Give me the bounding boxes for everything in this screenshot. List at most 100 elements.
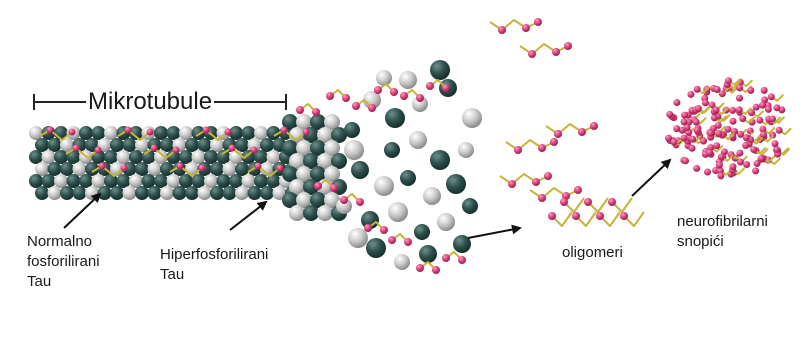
tubulin-dark	[66, 174, 81, 188]
tubulin-dark	[310, 140, 326, 156]
phosphate-dot	[538, 144, 546, 152]
tubulin-light	[197, 186, 212, 200]
hyperphosphorylated-tau-label: Hiperfosforilirani Tau	[160, 246, 269, 283]
tubulin-light	[437, 213, 455, 231]
phosphate-dot	[687, 90, 695, 98]
tubulin-dark	[104, 150, 118, 164]
phosphate-dot	[693, 126, 701, 134]
phosphate-dot	[673, 99, 681, 107]
tubulin-dark	[47, 138, 62, 152]
phosphate-dot	[514, 146, 522, 154]
phosphate-dot	[442, 84, 450, 92]
tau-oligomers	[489, 18, 645, 227]
phosphate-dot	[742, 134, 750, 142]
phosphate-dot	[596, 212, 604, 220]
phosphate-dot	[752, 103, 760, 111]
tubulin-light	[154, 150, 168, 164]
tubulin-dark	[191, 126, 206, 140]
tubulin-dark	[384, 142, 400, 158]
tubulin-light	[222, 162, 237, 176]
phosphate-dot	[747, 86, 755, 94]
tubulin-dark	[303, 153, 319, 169]
tubulin-dark	[331, 153, 347, 169]
tubulin-dark	[41, 174, 56, 188]
tubulin-dark	[79, 126, 93, 140]
phosphate-dot	[706, 149, 714, 157]
tau-strands	[39, 79, 466, 274]
tubulin-light	[317, 205, 333, 221]
tau-strand	[169, 165, 203, 177]
phosphate-dot	[426, 82, 434, 90]
phosphate-dot	[710, 114, 718, 122]
tubulin-dark	[60, 186, 74, 200]
tau-strand	[489, 19, 539, 31]
phosphate-dot	[680, 134, 688, 142]
phosphate-dot	[364, 224, 372, 232]
phosphate-dot	[771, 140, 779, 148]
phosphate-dot	[404, 238, 412, 246]
tubulin-light	[91, 174, 106, 188]
phosphate-dot	[760, 131, 768, 139]
tubulin-light	[160, 186, 174, 200]
microtubule-lattice	[29, 114, 347, 221]
tubulin-dark	[260, 138, 274, 152]
phosphate-dot	[756, 116, 764, 124]
tubulin-light	[324, 166, 340, 182]
tubulin-dark	[154, 126, 168, 140]
tubulin-dark	[160, 138, 174, 152]
phosphate-dot	[717, 153, 725, 161]
tubulin-light	[254, 126, 268, 140]
oligomers-label: oligomeri	[562, 244, 623, 261]
tau-strand	[221, 147, 255, 159]
tubulin-light	[336, 198, 352, 214]
phosphate-dot	[775, 126, 783, 134]
tubulin-light	[376, 70, 392, 86]
tubulin-light	[41, 150, 56, 164]
tubulin-dark	[361, 211, 379, 229]
tubulin-dark	[85, 162, 99, 176]
tubulin-dark	[72, 186, 87, 200]
phosphate-dot	[46, 126, 54, 134]
tubulin-dark	[310, 114, 326, 130]
phosphate-dot	[330, 184, 338, 192]
tubulin-light	[135, 138, 149, 152]
phosphate-dot	[326, 92, 334, 100]
tubulin-light	[317, 153, 333, 169]
phosphate-dot	[736, 149, 744, 157]
tau-strand	[575, 211, 597, 227]
tubulin-light	[317, 127, 333, 143]
arrow-to-tangles	[631, 158, 672, 197]
phosphate-dot	[715, 161, 723, 169]
phosphate-dot	[314, 182, 322, 190]
pointer-arrows	[63, 158, 672, 239]
tubulin-light	[104, 126, 118, 140]
tau-strand	[143, 147, 177, 159]
phosphate-dot	[98, 162, 106, 170]
tau-strand	[545, 123, 595, 135]
tubulin-dark	[79, 174, 93, 188]
phosphate-dot	[578, 128, 586, 136]
phosphate-dot	[739, 115, 747, 123]
normal-tau-label: Normalno fosforilirani Tau	[27, 233, 100, 290]
tubulin-dark	[91, 126, 106, 140]
tubulin-dark	[229, 126, 243, 140]
phosphate-dot	[703, 168, 711, 176]
tubulin-light	[409, 131, 427, 149]
tubulin-light	[462, 108, 482, 128]
phosphate-dot	[767, 93, 775, 101]
phosphate-dot	[716, 167, 724, 175]
tubulin-light	[29, 126, 43, 140]
tubulin-light	[166, 174, 181, 188]
tubulin-dark	[282, 140, 298, 156]
phosphate-dot	[773, 104, 781, 112]
tau-strand	[599, 211, 621, 227]
tau-strand	[563, 197, 585, 213]
tubulin-dark	[116, 174, 131, 188]
phosphate-dot	[538, 194, 546, 202]
phosphate-dot	[120, 164, 128, 172]
phosphate-dot	[150, 144, 158, 152]
tubulin-dark	[35, 138, 49, 152]
phosphate-dot	[94, 146, 102, 154]
phosphate-dot	[224, 128, 232, 136]
phosphate-dot	[146, 128, 154, 136]
